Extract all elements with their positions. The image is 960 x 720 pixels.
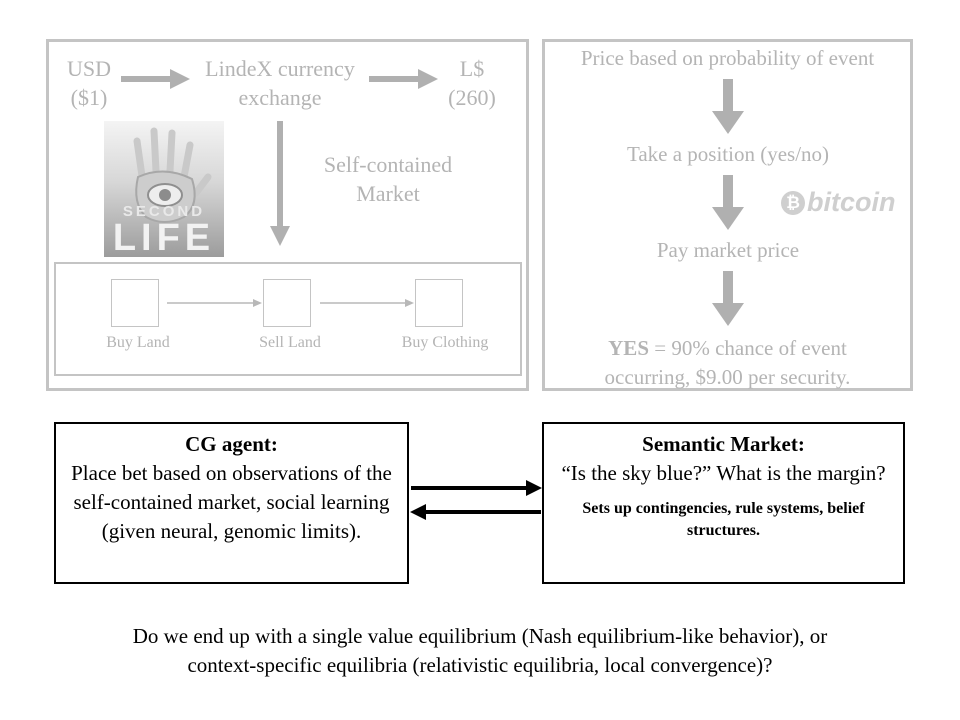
pay-to-yes-arrow-head (712, 303, 744, 326)
buy-clothing-box (415, 279, 463, 327)
exchange-to-ls-arrow (369, 76, 421, 82)
lindex-text: LindeX currency (205, 56, 355, 81)
question-line-2: context-specific equilibria (relativisti… (187, 653, 773, 677)
usd-text: USD (66, 56, 111, 81)
agent-to-market-arrow-head (526, 480, 542, 496)
yes-explanation: YES = 90% chance of event occurring, $9.… (545, 334, 910, 392)
linden-dollar-label: L$ (260) (440, 54, 504, 112)
take-position-text: Take a position (yes/no) (626, 142, 830, 166)
usd-label: USD ($1) (58, 54, 120, 112)
exchange-to-ls-arrow-head (418, 69, 438, 89)
bitcoin-icon: ₿ (781, 191, 805, 215)
semantic-market-title: Semantic Market: (642, 432, 805, 456)
cg-agent-box: CG agent: Place bet based on observation… (54, 422, 409, 584)
buy-land-box (111, 279, 159, 327)
position-to-pay-arrow (723, 175, 733, 209)
second-life-logo: SECOND LIFE (104, 121, 224, 257)
market-text: Market (356, 181, 420, 206)
market-to-agent-arrow-head (410, 504, 426, 520)
price-probability-text: Price based on probability of event (580, 46, 875, 70)
cg-agent-title: CG agent: (185, 432, 278, 456)
second-life-panel (46, 39, 529, 391)
semantic-market-box: Semantic Market: “Is the sky blue?” What… (542, 422, 905, 584)
step-label-buy-land: Buy Land (106, 334, 170, 351)
market-steps-box (54, 262, 522, 376)
position-to-pay-arrow-head (712, 207, 744, 230)
yes-line-2: occurring, $9.00 per security. (604, 365, 851, 389)
semantic-market-note: Sets up contingencies, rule systems, bel… (582, 500, 865, 539)
self-contained-text: Self-contained (323, 152, 453, 177)
bitcoin-wordmark: bitcoin (807, 187, 896, 217)
probability-to-position-arrow-head (712, 111, 744, 134)
exchange-text: exchange (238, 85, 322, 110)
yes-bold-text: YES (608, 336, 649, 360)
market-to-agent-arrow (423, 510, 541, 514)
ls-amount-text: (260) (448, 85, 496, 110)
ls-text: L$ (459, 56, 485, 81)
pay-market-price-text: Pay market price (656, 238, 800, 262)
exchange-to-market-arrow-head (270, 226, 290, 246)
yes-line-1: YES = 90% chance of event (545, 334, 910, 363)
usd-amount-text: ($1) (70, 85, 108, 110)
question-line-1: Do we end up with a single value equilib… (132, 624, 828, 648)
agent-to-market-arrow (411, 486, 529, 490)
semantic-market-body: “Is the sky blue?” What is the margin? (561, 461, 886, 485)
sell-land-box (263, 279, 311, 327)
usd-to-exchange-arrow-head (170, 69, 190, 89)
exchange-to-market-arrow (277, 121, 283, 229)
self-contained-market-label: Self-contained Market (300, 150, 476, 208)
yes-rest-text: = 90% chance of event (649, 336, 847, 360)
buy-to-sell-arrow-head (253, 299, 262, 307)
bitcoin-logo: ₿ bitcoin (781, 187, 903, 220)
prediction-market-panel (542, 39, 913, 391)
step-label-buy-clothing: Buy Clothing (401, 334, 489, 351)
sell-to-clothing-arrow-head (405, 299, 414, 307)
pay-to-yes-arrow (723, 271, 733, 305)
equilibrium-question: Do we end up with a single value equilib… (0, 622, 960, 680)
lindex-exchange-label: LindeX currency exchange (190, 54, 370, 112)
logo-life-text: LIFE (112, 217, 216, 257)
step-label-sell-land: Sell Land (259, 334, 321, 351)
logo-second-text: SECOND (122, 203, 206, 220)
probability-to-position-arrow (723, 79, 733, 113)
hand-eye-icon (133, 127, 212, 223)
usd-to-exchange-arrow (121, 76, 173, 82)
cg-agent-body: Place bet based on observations of the s… (71, 461, 392, 543)
